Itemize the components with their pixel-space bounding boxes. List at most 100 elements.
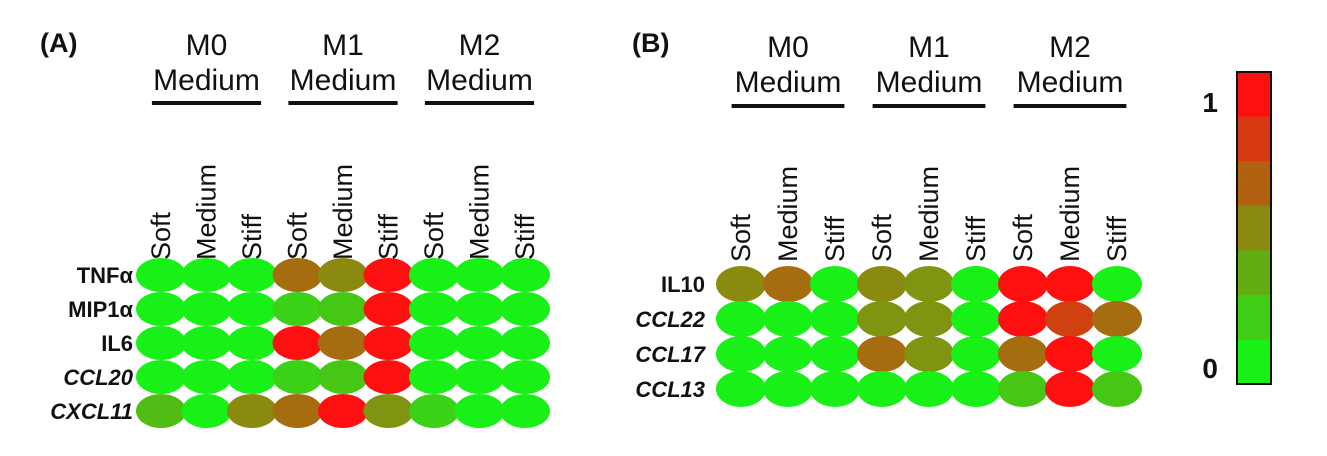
heatmap-cell xyxy=(1092,301,1142,337)
heatmap-cell xyxy=(951,301,1001,337)
heatmap-cell xyxy=(363,258,414,292)
heatmap-cell xyxy=(716,301,766,337)
heatmap-cell xyxy=(227,360,277,394)
column-label: Medium xyxy=(914,166,944,262)
heatmap-cell xyxy=(363,326,414,360)
heatmap-cell xyxy=(454,360,505,394)
heatmap-cell xyxy=(716,266,766,302)
heatmap-cell xyxy=(998,336,1048,372)
heatmap-cell xyxy=(318,292,368,326)
heatmap-cell xyxy=(1092,336,1142,372)
group-title-line2: Medium xyxy=(426,64,533,97)
heatmap-cell xyxy=(1045,301,1095,337)
column-label: Medium xyxy=(1055,166,1085,262)
heatmap-cell xyxy=(227,394,277,428)
column-label: Soft xyxy=(283,211,313,260)
row-label: CXCL11 xyxy=(50,399,133,424)
colorbar-min-label: 0 xyxy=(1202,353,1218,384)
column-label: Stiff xyxy=(374,213,404,260)
heatmap-cell xyxy=(904,336,954,372)
heatmap-cell xyxy=(409,292,459,326)
heatmap-cell xyxy=(857,301,907,337)
row-label: IL6 xyxy=(101,331,133,356)
heatmap-cell xyxy=(1045,371,1095,407)
heatmap-cell xyxy=(136,394,186,428)
column-label: Soft xyxy=(1008,213,1038,262)
heatmap-cell xyxy=(810,266,860,302)
heatmap-cell xyxy=(951,371,1001,407)
heatmap-cell xyxy=(1092,266,1142,302)
group-title-line2: Medium xyxy=(735,66,842,99)
heatmap-cell xyxy=(716,336,766,372)
heatmap-cell xyxy=(454,292,505,326)
row-label: TNFα xyxy=(77,263,134,288)
colorbar-step xyxy=(1237,294,1271,340)
heatmap-cell xyxy=(763,371,813,407)
row-label: CCL22 xyxy=(635,307,705,332)
column-label: Medium xyxy=(773,166,803,262)
column-label: Stiff xyxy=(820,215,850,262)
heatmap-cell xyxy=(363,394,414,428)
heatmap-cell xyxy=(763,266,813,302)
group-title-line1: M0 xyxy=(186,29,228,62)
heatmap-cell xyxy=(227,258,277,292)
column-label: Medium xyxy=(328,164,358,260)
heatmap-cell xyxy=(951,266,1001,302)
group-title-line2: Medium xyxy=(876,66,983,99)
heatmap-cell xyxy=(318,360,368,394)
heatmap-cell xyxy=(318,258,368,292)
heatmap-cell xyxy=(272,292,323,326)
group-title-line2: Medium xyxy=(1017,66,1124,99)
heatmap-cell xyxy=(454,258,505,292)
heatmap-cell xyxy=(181,326,232,360)
heatmap-cell xyxy=(904,266,954,302)
heatmap-cell xyxy=(810,371,860,407)
column-label: Medium xyxy=(192,164,222,260)
colorbar-step xyxy=(1237,250,1271,296)
colorbar-step xyxy=(1237,72,1271,118)
heatmap-cell xyxy=(136,258,186,292)
heatmap-cell xyxy=(998,301,1048,337)
heatmap-cell xyxy=(318,394,368,428)
group-title-line1: M1 xyxy=(908,31,950,64)
column-label: Stiff xyxy=(961,215,991,262)
heatmap-cell xyxy=(1045,336,1095,372)
heatmap-cell xyxy=(810,336,860,372)
column-label: Soft xyxy=(419,211,449,260)
group-title-line1: M2 xyxy=(459,29,501,62)
heatmap-cell xyxy=(1092,371,1142,407)
heatmap-cell xyxy=(500,326,550,360)
heatmap-cell xyxy=(716,371,766,407)
heatmap-cell xyxy=(500,258,550,292)
heatmap-cell xyxy=(951,336,1001,372)
heatmap-cell xyxy=(409,258,459,292)
heatmap-cell xyxy=(227,292,277,326)
colorbar-step xyxy=(1237,161,1271,207)
row-label: IL10 xyxy=(661,272,705,297)
column-label: Stiff xyxy=(237,213,267,260)
heatmap-cell xyxy=(272,326,323,360)
panel-label: (B) xyxy=(632,28,669,58)
heatmap-cell xyxy=(500,292,550,326)
colorbar-step xyxy=(1237,116,1271,162)
heatmap-cell xyxy=(454,326,505,360)
heatmap-cell xyxy=(998,266,1048,302)
group-title-line1: M2 xyxy=(1049,31,1091,64)
heatmap-cell xyxy=(763,336,813,372)
heatmap-cell xyxy=(363,360,414,394)
column-label: Soft xyxy=(146,211,176,260)
row-label: CCL20 xyxy=(63,365,133,390)
colorbar-step xyxy=(1237,205,1271,251)
heatmap-cell xyxy=(181,292,232,326)
heatmap-cell xyxy=(904,371,954,407)
colorbar-border xyxy=(1236,71,1272,385)
heatmap-cell xyxy=(272,394,323,428)
heatmap-cell xyxy=(1045,266,1095,302)
group-title-line2: Medium xyxy=(153,64,260,97)
heatmap-cell xyxy=(904,301,954,337)
heatmap-cell xyxy=(763,301,813,337)
column-label: Stiff xyxy=(1102,215,1132,262)
row-label: CCL13 xyxy=(635,377,705,402)
row-label: CCL17 xyxy=(635,342,706,367)
